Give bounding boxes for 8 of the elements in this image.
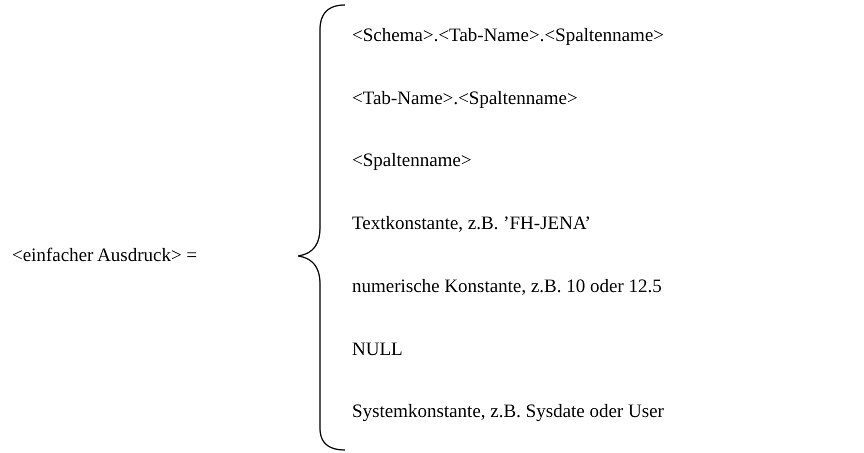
alternative-text: Textkonstante, z.B. ’FH-JENA’: [352, 213, 591, 236]
alternative-text: <Tab-Name>.<Spaltenname>: [352, 88, 578, 110]
alternative-text: <Schema>.<Tab-Name>.<Spaltenname>: [352, 25, 664, 47]
alternative-text: NULL: [352, 338, 403, 360]
alternative-text: <Spaltenname>: [352, 150, 472, 172]
alternative-text: numerische Konstante, z.B. 10 oder 12.5: [352, 276, 662, 298]
expression-term: <einfacher Ausdruck> =: [12, 245, 198, 267]
alternative-text: Systemkonstante, z.B. Sysdate oder User: [352, 401, 664, 424]
